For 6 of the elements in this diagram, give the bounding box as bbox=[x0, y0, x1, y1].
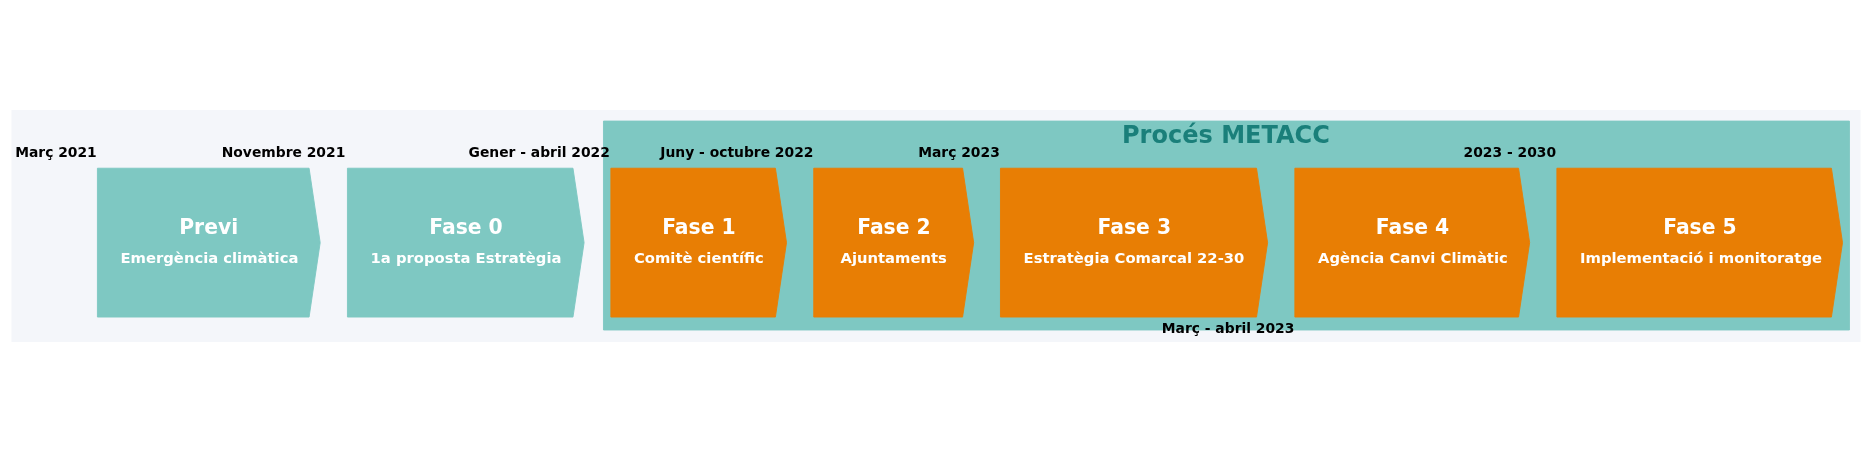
node-label: Gener - abril 2022 bbox=[468, 144, 610, 161]
node-label: Març 2021 bbox=[15, 144, 97, 161]
node-label: Juny - octubre 2022 bbox=[660, 144, 814, 161]
node-label: Març 2023 bbox=[918, 144, 1000, 161]
node-label: 2023 - 2030 bbox=[1463, 144, 1557, 161]
node-label: Novembre 2021 bbox=[221, 144, 346, 161]
